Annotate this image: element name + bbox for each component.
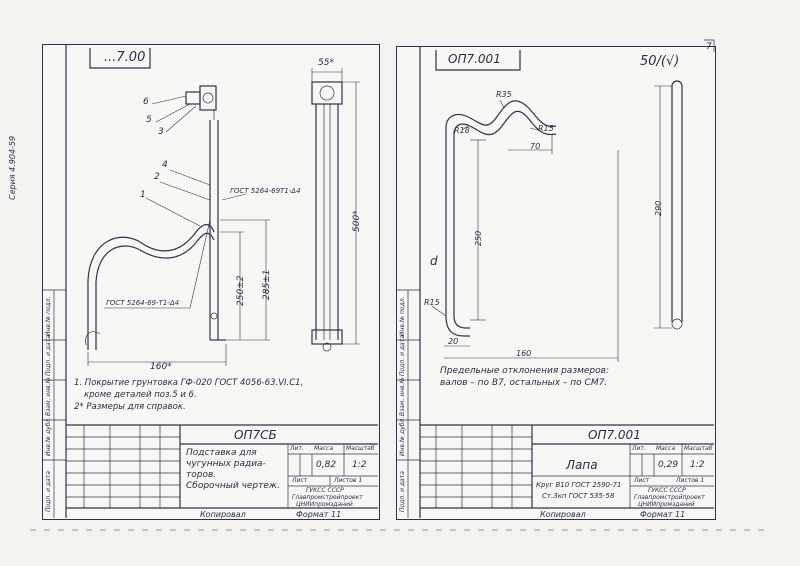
left-tb-org-2: Главпромстройпроект	[292, 494, 363, 501]
gost-label-upper: ГОСТ 5264-69Т1-Δ4	[230, 187, 301, 195]
right-side-label-4: Инв.№ дубл.	[399, 416, 406, 456]
dim-70: 70	[530, 142, 541, 151]
left-tb-mass: 0,82	[316, 460, 337, 470]
callout-3: 3	[158, 127, 164, 137]
right-tb-title: Лапа	[566, 458, 598, 472]
left-tb-sheets: Листов 1	[334, 477, 363, 484]
dim-290: 290	[654, 200, 663, 216]
left-format: Формат 11	[296, 510, 342, 519]
dim-r15-upper: R15	[538, 124, 554, 133]
page-number: 7	[706, 42, 712, 52]
left-header-code: ...7.00	[104, 50, 146, 65]
dim-20: 20	[448, 337, 459, 346]
left-tb-lit: Лит.	[290, 445, 304, 452]
right-tb-sheets: Листов 1	[676, 477, 705, 484]
left-tb-mass-h: Масса	[314, 445, 334, 452]
right-side-label-5: Подп. и дата	[399, 471, 406, 512]
right-tb-org-2: Главпромстройпроект	[634, 494, 705, 501]
callout-4: 4	[162, 160, 168, 170]
left-side-label-5: Подп. и дата	[45, 471, 52, 512]
left-side-label-2: Подп. и дата	[45, 335, 52, 376]
right-tb-org-1: ГУКСС СССР	[648, 487, 686, 494]
dim-285: 285±1	[262, 269, 272, 300]
right-tb-sheet: Лист	[634, 477, 650, 484]
right-note-2: валов – по В7, остальных – по СМ7.	[440, 378, 608, 388]
right-roughness: 50/(√)	[640, 54, 680, 69]
dim-r15-lower: R15	[424, 298, 440, 307]
right-tb-lit: Лит.	[632, 445, 646, 452]
left-copied: Копировал	[200, 510, 246, 519]
callout-6: 6	[143, 97, 149, 107]
callout-2: 2	[154, 172, 160, 182]
right-drawing-sheet	[396, 46, 716, 520]
left-tb-scale-h: Масштаб	[346, 445, 375, 452]
left-tb-title-3: торов.	[186, 470, 217, 480]
right-tb-code: ОП7.001	[588, 428, 641, 442]
right-tb-material-2: Ст.3кп ГОСТ 535-58	[542, 492, 615, 500]
left-series-label: Серия 4.904-59	[8, 135, 17, 200]
dim-phi: d	[430, 254, 438, 268]
left-tb-code: ОП7СБ	[234, 428, 277, 442]
left-side-label-1: Инв.№ подл.	[45, 296, 52, 337]
left-tb-title-4: Сборочный чертеж.	[186, 481, 280, 491]
left-note-1: 1. Покрытие грунтовка ГФ-020 ГОСТ 4056-6…	[74, 378, 304, 388]
dim-250-right: 250	[474, 230, 483, 246]
left-note-1b: кроме деталей поз.5 и 6.	[84, 390, 197, 400]
dim-500: 500*	[352, 210, 362, 232]
right-copied: Копировал	[540, 510, 586, 519]
right-side-label-3: Взам. инв.№	[399, 377, 406, 416]
left-tb-title-2: чугунных радиа-	[186, 459, 266, 469]
right-tb-mass-h: Масса	[656, 445, 676, 452]
left-note-2: 2* Размеры для справок.	[74, 402, 186, 412]
right-format: Формат 11	[640, 510, 686, 519]
gost-label-lower: ГОСТ 5264-69-Т1-Δ4	[106, 299, 180, 307]
dim-r18: R18	[454, 126, 470, 135]
right-tb-scale: 1:2	[690, 460, 705, 470]
dim-160-right: 160	[516, 349, 532, 358]
left-tb-scale: 1:2	[352, 460, 367, 470]
left-side-label-4: Инв.№ дубл.	[45, 416, 52, 456]
dim-55: 55*	[318, 58, 334, 68]
right-note-1: Предельные отклонения размеров:	[440, 366, 609, 376]
callout-1: 1	[140, 190, 146, 200]
dim-r35: R35	[496, 90, 512, 99]
right-side-label-2: Подп. и дата	[399, 335, 406, 376]
dim-160: 160*	[150, 362, 172, 372]
left-side-label-3: Взам. инв.№	[45, 377, 52, 416]
right-tb-scale-h: Масштаб	[684, 445, 713, 452]
dim-250: 250±2	[236, 275, 246, 306]
right-tb-mass: 0,29	[658, 460, 679, 470]
left-tb-sheet: Лист	[292, 477, 308, 484]
left-tb-org-3: ЦНИИпромзданий	[296, 501, 353, 508]
left-tb-title-1: Подставка для	[186, 448, 257, 458]
right-header-code: ОП7.001	[448, 52, 501, 66]
left-tb-org-1: ГУКСС СССР	[306, 487, 344, 494]
right-tb-material-1: Круг В10 ГОСТ 2590-71	[536, 481, 622, 489]
right-side-label-1: Инв.№ подл.	[399, 296, 406, 337]
callout-5: 5	[146, 115, 152, 125]
right-tb-org-3: ЦНИИпромзданий	[638, 501, 695, 508]
